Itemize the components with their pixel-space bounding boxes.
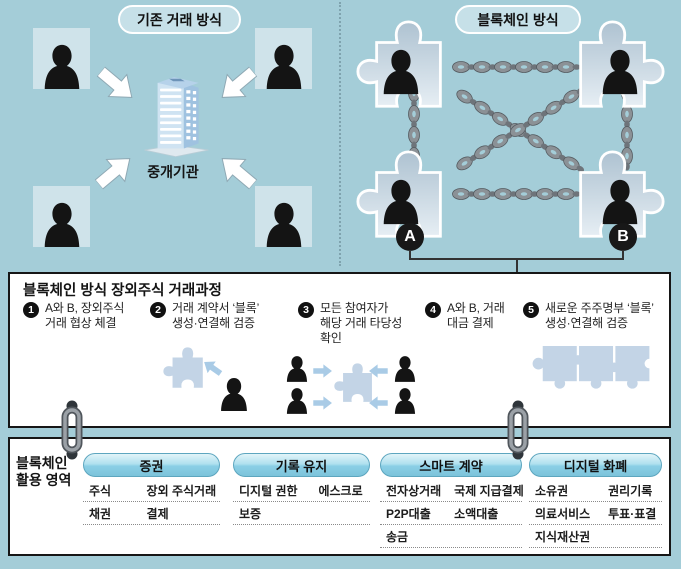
usage-item: 권리기록: [608, 483, 653, 498]
usage-item: 에스크로: [318, 483, 363, 498]
usage-area-label: 블록체인 활용 영역: [16, 455, 71, 489]
usage-item: P2P대출: [386, 506, 431, 521]
step-1-text: A와 B, 장외주식 거래 협상 체결: [45, 301, 124, 331]
usage-item: 소유권: [535, 483, 569, 498]
category-row: 의료서비스 투표·표결: [529, 502, 662, 525]
block-arrow-icon: [369, 396, 388, 410]
block-arrow-icon: [369, 364, 388, 378]
step-3-text: 모든 참여자가 해당 거래 타당성 확인: [320, 301, 402, 346]
step-1-number: 1: [23, 302, 39, 318]
step-4-number: 4: [425, 302, 441, 318]
ab-bracket-line: [409, 250, 411, 259]
step-line: 거래 협상 체결: [45, 316, 117, 330]
step-2-number: 2: [150, 302, 166, 318]
usage-item: 지식재산권: [535, 529, 591, 544]
step-4-text: A와 B, 거래 대금 결제: [447, 301, 505, 331]
step-line: 확인: [320, 331, 342, 345]
step-line: 생성·연결해 검증: [172, 316, 255, 330]
step-line: 거래 계약서 ‘블록’: [172, 301, 260, 315]
usage-label-line: 활용 영역: [16, 472, 72, 488]
category-row: 전자상거래 국제 지급결제: [380, 479, 524, 502]
category-header: 증권: [83, 453, 220, 477]
category-row: 디지털 권한 에스크로: [233, 479, 370, 502]
category-row: 소유권 권리기록: [529, 479, 662, 502]
step-line: 해당 거래 타당성: [320, 316, 403, 330]
person-silhouette-icon: [394, 388, 416, 414]
category-record-keeping: 기록 유지 디지털 권한 에스크로 보증: [233, 439, 370, 554]
category-row: 보증: [233, 502, 370, 525]
category-row: 지식재산권: [529, 525, 662, 548]
step-line: 생성·연결해 검증: [545, 316, 628, 330]
step-5-text: 새로운 주주명부 ‘블록’ 생성·연결해 검증: [545, 301, 654, 331]
person-silhouette-icon: [266, 44, 301, 89]
chain-link-connector-icon: [61, 400, 83, 460]
trader-portrait: [33, 186, 90, 247]
block-arrow-icon: [313, 396, 332, 410]
step-line: 새로운 주주명부 ‘블록’: [545, 301, 654, 315]
category-digital-currency: 디지털 화폐 소유권 권리기록 의료서비스 투표·표결 지식재산권: [529, 439, 662, 554]
usage-item: 의료서비스: [535, 506, 591, 521]
person-silhouette-icon: [286, 388, 308, 414]
usage-item: 채권: [89, 506, 112, 521]
usage-item: 송금: [386, 529, 409, 544]
usage-item: 보증: [239, 506, 262, 521]
usage-item: 전자상거래: [386, 483, 442, 498]
usage-item: 국제 지급결제: [454, 483, 524, 498]
trader-portrait: [255, 28, 312, 89]
step-5-number: 5: [523, 302, 539, 318]
process-box: 블록체인 방식 장외주식 거래과정 1 A와 B, 장외주식 거래 협상 체결 …: [8, 272, 671, 428]
usage-item: 투표·표결: [608, 506, 657, 521]
usage-box: 블록체인 활용 영역 증권 주식 장외 주식거래 채권 결제 기록 유지 디지털…: [8, 437, 671, 556]
building-icon: [144, 77, 209, 158]
category-row: 주식 장외 주식거래: [83, 479, 220, 502]
step-line: A와 B, 장외주식: [45, 301, 125, 315]
trader-portrait: [33, 28, 90, 89]
category-header: 디지털 화폐: [529, 453, 662, 477]
category-securities: 증권 주식 장외 주식거래 채권 결제: [83, 439, 220, 554]
person-silhouette-icon: [383, 49, 419, 95]
person-silhouette-icon: [44, 44, 79, 89]
person-silhouette-icon: [394, 356, 416, 382]
usage-label-line: 블록체인: [16, 455, 68, 471]
person-silhouette-icon: [44, 202, 79, 247]
party-b-badge: B: [609, 223, 637, 251]
person-silhouette-icon: [266, 202, 301, 247]
usage-item: 디지털 권한: [239, 483, 298, 498]
step-line: A와 B, 거래: [447, 301, 505, 315]
legacy-method-title: 기존 거래 방식: [118, 5, 241, 34]
category-row: P2P대출 소액대출: [380, 502, 522, 525]
usage-item: 소액대출: [454, 506, 499, 521]
category-header: 스마트 계약: [380, 453, 522, 477]
step-3-number: 3: [298, 302, 314, 318]
person-silhouette-icon: [602, 179, 638, 225]
blockchain-node: [355, 20, 447, 110]
step-line: 대금 결제: [447, 316, 494, 330]
usage-item: 장외 주식거래: [146, 483, 217, 498]
blockchain-node: [574, 20, 666, 110]
category-row: 채권 결제: [83, 502, 220, 525]
chain-link-connector-icon: [507, 400, 529, 460]
category-smart-contract: 스마트 계약 전자상거래 국제 지급결제 P2P대출 소액대출 송금: [380, 439, 524, 554]
category-header: 기록 유지: [233, 453, 370, 477]
process-title: 블록체인 방식 장외주식 거래과정: [23, 283, 222, 299]
person-silhouette-icon: [221, 378, 247, 411]
party-a-badge: A: [396, 223, 424, 251]
ab-bracket-line: [622, 250, 624, 259]
usage-item: 주식: [89, 483, 112, 498]
panel-divider: [339, 2, 341, 266]
building-label: 중개기관: [147, 164, 199, 180]
person-silhouette-icon: [286, 356, 308, 382]
ab-bracket-line: [516, 258, 518, 274]
block-arrow-icon: [313, 364, 332, 378]
usage-item: 결제: [146, 506, 169, 521]
person-silhouette-icon: [602, 49, 638, 95]
step-line: 모든 참여자가: [320, 301, 389, 315]
step-2-text: 거래 계약서 ‘블록’ 생성·연결해 검증: [172, 301, 259, 331]
person-silhouette-icon: [383, 179, 419, 225]
category-row: 송금: [380, 525, 522, 548]
trader-portrait: [255, 186, 312, 247]
linked-blocks-icon: [532, 346, 655, 389]
blockchain-method-title: 블록체인 방식: [455, 5, 581, 34]
